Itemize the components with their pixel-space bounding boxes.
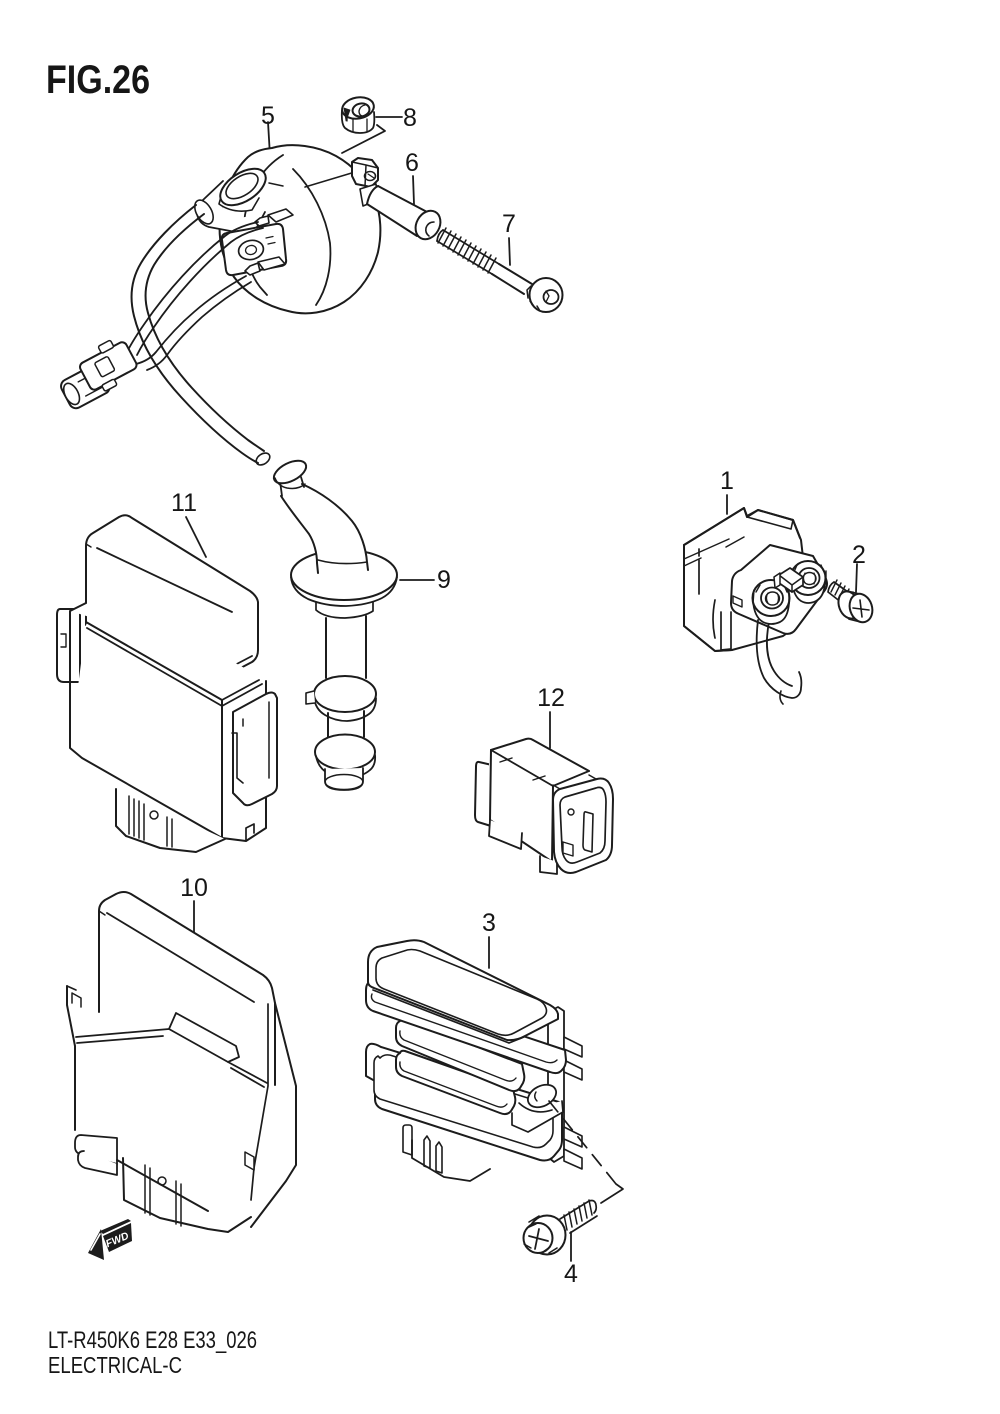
svg-text:3: 3 [482,909,496,937]
svg-text:5: 5 [261,102,275,130]
svg-text:LT-R450K6 E28 E33_026: LT-R450K6 E28 E33_026 [48,1327,257,1354]
svg-text:12: 12 [537,684,565,712]
svg-text:10: 10 [180,874,208,902]
svg-text:11: 11 [171,489,197,517]
svg-text:7: 7 [502,210,516,238]
svg-text:2: 2 [852,541,866,569]
svg-text:1: 1 [720,467,734,495]
svg-text:9: 9 [437,566,451,594]
svg-text:4: 4 [564,1260,578,1288]
svg-text:8: 8 [403,104,417,132]
svg-text:ELECTRICAL-C: ELECTRICAL-C [48,1352,182,1378]
svg-text:6: 6 [405,149,419,177]
svg-text:FIG.26: FIG.26 [46,58,150,102]
